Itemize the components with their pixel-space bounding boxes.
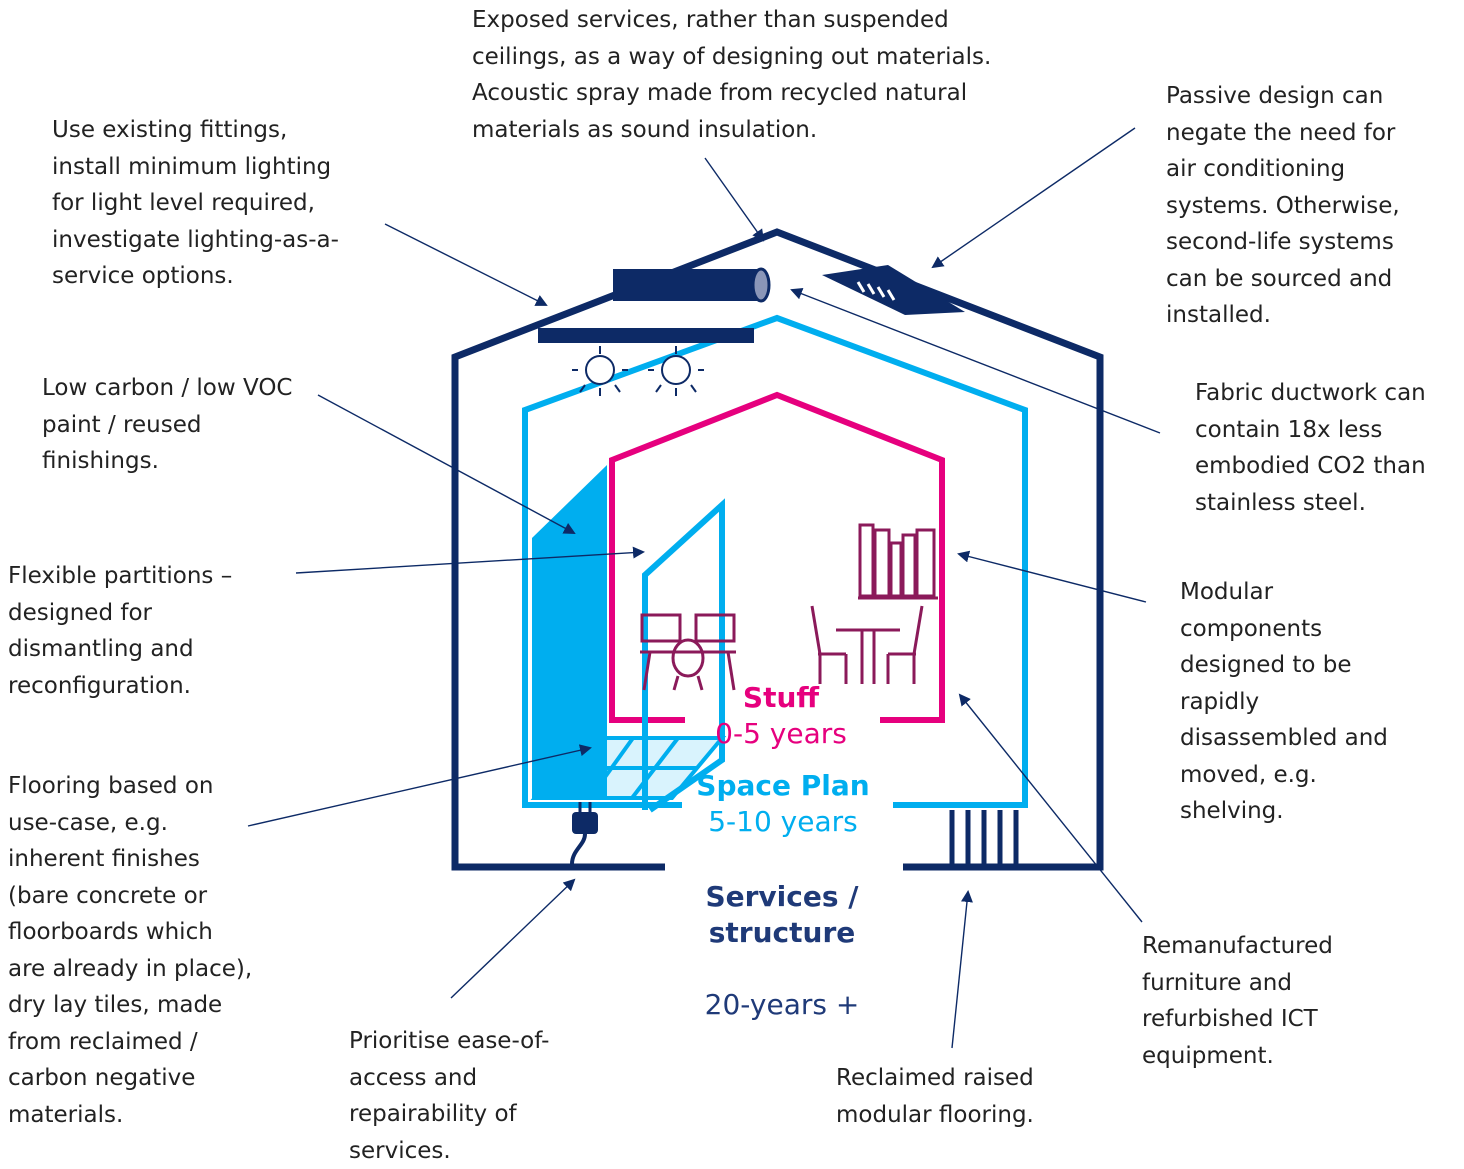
callout-lighting: Use existing fittings, install minimum l… [52,117,339,289]
leader-paint [317,394,576,534]
leader-flooring [247,744,592,827]
desk-icon [640,613,736,691]
callout-services-access: Prioritise ease-of- access and repairabi… [349,1028,550,1164]
services-structure-outline [451,228,1104,871]
services-layer-name: Services / structure [705,880,859,949]
shelving-icon [858,523,938,600]
leader-remanufactured [958,693,1143,923]
callout-exposed-services: Exposed services, rather than suspended … [472,7,992,143]
callout-modular-components: Modular components designed to be rapidl… [1180,579,1388,824]
callout-paint: Low carbon / low VOC paint / reused fini… [42,375,293,474]
leader-fabric-ductwork [790,288,1161,434]
layer-label-space-plan: Space Plan 5-10 years [653,768,913,840]
callout-remanufactured: Remanufactured furniture and refurbished… [1142,933,1333,1069]
services-layer-span: 20-years + [704,988,860,1021]
raised-floor-icon [949,810,1019,864]
table-chairs-icon [810,605,924,684]
leader-passive-design [931,127,1136,269]
stuff-layer-span: 0-5 years [715,717,847,750]
stuff-outline [609,391,945,723]
leader-lighting [384,223,548,306]
layer-label-stuff: Stuff 0-5 years [651,680,911,752]
duct-icon [613,267,771,303]
ceiling-light-icon [572,346,628,396]
callout-fabric-ductwork: Fabric ductwork can contain 18x less emb… [1195,380,1426,516]
stuff-layer-name: Stuff [742,681,820,714]
ceiling-light-icon [648,346,704,396]
leader-raised-flooring [951,890,973,1049]
power-plug-icon [570,802,598,865]
callout-flooring: Flooring based on use-case, e.g. inheren… [8,773,253,1128]
space-plan-outline [522,314,1028,808]
leader-exposed-services [704,157,765,242]
leader-modular [957,550,1147,603]
layer-label-services: Services / structure 20-years + [652,843,912,1059]
callout-raised-flooring: Reclaimed raised modular flooring. [836,1065,1034,1128]
light-fitting-bar [538,328,754,343]
painted-wall [532,465,607,800]
air-vent-icon [822,265,965,315]
space-plan-layer-span: 5-10 years [708,805,858,838]
leader-lines [247,127,1161,1049]
leader-partitions [295,546,645,574]
leader-services-access [450,878,576,999]
callout-passive-design: Passive design can negate the need for a… [1166,83,1400,328]
callout-partitions: Flexible partitions – designed for disma… [8,563,233,699]
space-plan-layer-name: Space Plan [696,769,870,802]
